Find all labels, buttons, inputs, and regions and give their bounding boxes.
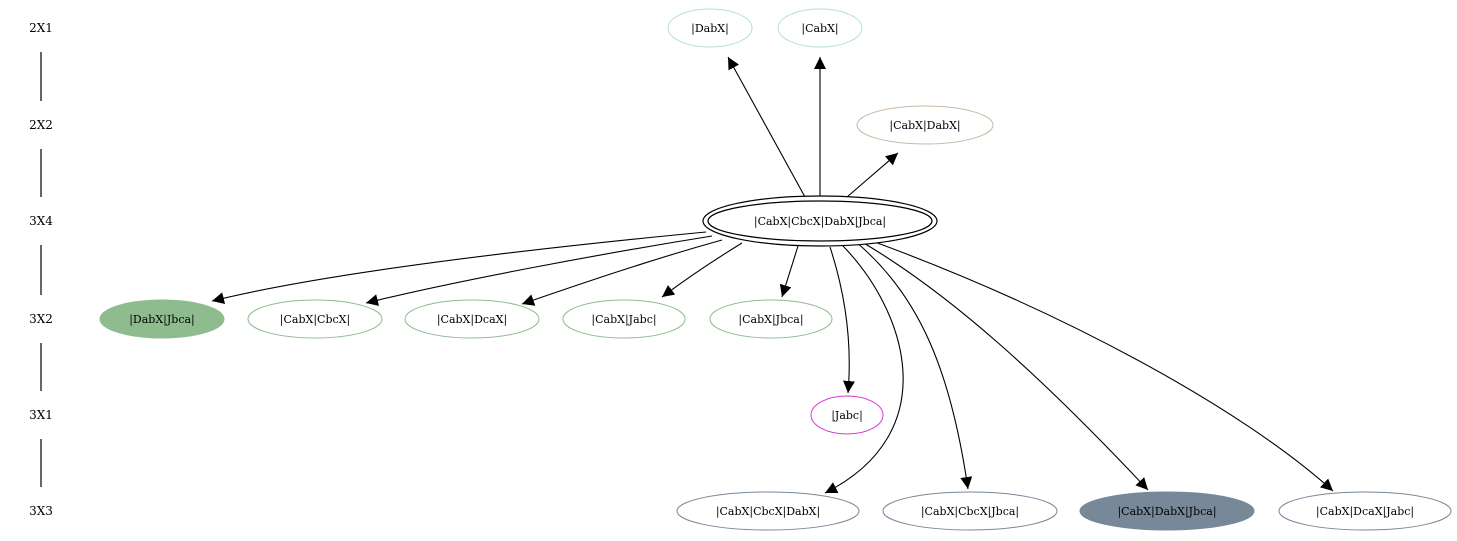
rank-label-2x1: 2X1 xyxy=(29,21,53,35)
node-cabx-dcax[interactable]: |CabX|DcaX| xyxy=(404,299,540,339)
node-label: |CabX|DcaX|Jabc| xyxy=(1316,505,1414,519)
node-cabx-dabx[interactable]: |CabX|DabX| xyxy=(856,105,994,145)
edge-root-to-cabx_dcax xyxy=(521,239,723,306)
node-layer: |DabX| |CabX| |CabX|DabX| |CabX|CbcX|DabX|J… xyxy=(99,8,1452,531)
node-label: |CabX|DabX|Jbca| xyxy=(1117,505,1216,519)
node-shape xyxy=(777,8,863,48)
node-cabx-cbcx-jbca[interactable]: |CabX|CbcX|Jbca| xyxy=(882,491,1058,531)
rank-axis: 2X1 2X2 3X4 3X2 3X1 3X3 xyxy=(29,21,53,518)
edge-layer xyxy=(211,56,1334,494)
rank-label-3x3: 3X3 xyxy=(29,504,53,518)
node-dabx[interactable]: |DabX| xyxy=(667,8,753,48)
rank-label-2x2: 2X2 xyxy=(29,118,53,132)
node-shape xyxy=(709,299,833,339)
node-label: |DabX| xyxy=(691,22,729,36)
node-shape xyxy=(676,491,860,531)
node-cabx-jabc[interactable]: |CabX|Jabc| xyxy=(562,299,686,339)
node-label: |CabX|CbcX|DabX|Jbca| xyxy=(754,215,886,229)
node-cabx[interactable]: |CabX| xyxy=(777,8,863,48)
node-cabx-cbcx[interactable]: |CabX|CbcX| xyxy=(247,299,383,339)
node-label: |CabX|CbcX| xyxy=(280,313,350,327)
rank-label-3x1: 3X1 xyxy=(29,408,53,422)
rank-label-3x4: 3X4 xyxy=(29,214,53,228)
edge-root-to-cabx_dabx xyxy=(846,152,899,198)
edge-root-to-cabx_dabx_jbca xyxy=(861,241,1149,491)
node-shape xyxy=(1079,491,1255,531)
node-cabx-jbca[interactable]: |CabX|Jbca| xyxy=(709,299,833,339)
node-label: |DabX|Jbca| xyxy=(129,313,195,327)
node-shape xyxy=(1278,491,1452,531)
edge-root-to-cabx_cbcx_jbca xyxy=(855,241,973,490)
node-shape xyxy=(247,299,383,339)
node-cabx-dabx-jbca[interactable]: |CabX|DabX|Jbca| xyxy=(1079,491,1255,531)
node-label: |CabX| xyxy=(801,22,838,36)
edge-root-to-dabx xyxy=(727,56,806,198)
node-label: |CabX|DabX| xyxy=(889,119,960,133)
edge-root-to-cabx_jbca xyxy=(779,245,799,298)
node-label: |CabX|CbcX|Jbca| xyxy=(921,505,1019,519)
node-shape xyxy=(99,299,225,339)
node-root[interactable]: |CabX|CbcX|DabX|Jbca| xyxy=(702,195,938,247)
node-label: |Jabc| xyxy=(831,409,863,423)
node-jabc[interactable]: |Jabc| xyxy=(810,395,884,435)
node-dabx-jbca[interactable]: |DabX|Jbca| xyxy=(99,299,225,339)
edge-root-to-cabx_jabc xyxy=(661,242,743,298)
edge-root-to-cabx_dcax_jabc xyxy=(871,240,1334,492)
node-shape xyxy=(404,299,540,339)
rank-label-3x2: 3X2 xyxy=(29,312,53,326)
edge-root-to-jabc xyxy=(829,246,855,394)
node-label: |CabX|DcaX| xyxy=(437,313,507,327)
node-shape xyxy=(856,105,994,145)
edge-root-to-dabx_jbca xyxy=(211,231,707,304)
node-label: |CabX|CbcX|DabX| xyxy=(716,505,820,519)
node-inner-ring xyxy=(707,200,933,242)
node-outer-ring xyxy=(702,195,938,247)
node-shape xyxy=(882,491,1058,531)
node-shape xyxy=(667,8,753,48)
node-label: |CabX|Jbca| xyxy=(738,313,803,327)
edge-root-to-cabx_cbcx xyxy=(365,235,713,306)
node-cabx-dcax-jabc[interactable]: |CabX|DcaX|Jabc| xyxy=(1278,491,1452,531)
edge-root-to-cabx_cbcx_dabx xyxy=(824,244,904,494)
node-shape xyxy=(562,299,686,339)
node-label: |CabX|Jabc| xyxy=(591,313,656,327)
node-shape xyxy=(810,395,884,435)
node-cabx-cbcx-dabx[interactable]: |CabX|CbcX|DabX| xyxy=(676,491,860,531)
